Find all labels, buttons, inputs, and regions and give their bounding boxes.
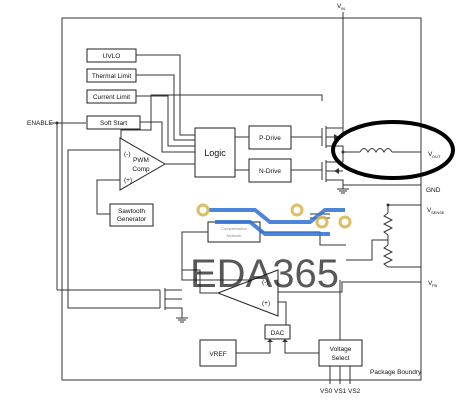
pwm-plus-label: (+) <box>124 177 132 184</box>
vs0-pin-label: VS0 <box>320 388 333 395</box>
pwm-minus-label: (-) <box>124 151 131 158</box>
current-to-logic-wire <box>136 95 195 147</box>
inductor-icon <box>359 148 393 154</box>
vref-arrow-icon <box>267 339 273 342</box>
soft-start-label: Soft Start <box>100 120 127 127</box>
package-boundary <box>61 17 422 381</box>
n-fet-icon <box>321 160 344 189</box>
vsense-pin-sub: SENSE <box>431 210 445 215</box>
pwm-comparator-icon <box>119 137 166 191</box>
thermal-to-logic-wire <box>136 74 195 141</box>
package-boundary-label: Package Boundry <box>370 369 422 376</box>
logic-label: Logic <box>204 148 226 158</box>
logic-block <box>194 127 236 178</box>
sawtooth-label-line2: Generator <box>117 216 147 223</box>
vfb-to-amp-wire <box>262 281 421 293</box>
voltage-select-line2: Select <box>331 355 349 362</box>
dac-label: DAC <box>271 330 285 337</box>
current-limit-label: Current Limit <box>93 94 130 101</box>
ground-icon <box>337 188 349 194</box>
resistor-top-icon <box>382 212 394 236</box>
sawtooth-label-line1: Sawtooth <box>118 208 145 215</box>
vsense-pin-label: V <box>427 207 432 214</box>
pwm-feedback-wire <box>67 149 160 309</box>
enable-pin-label: ENABLE <box>27 120 53 127</box>
watermark-text: EDA365 <box>190 252 339 296</box>
compensation-label-line2: Network <box>227 233 242 238</box>
sawtooth-to-pwm-wire <box>96 179 120 215</box>
thermal-limit-label: Thermal Limit <box>92 73 132 80</box>
dac-to-amp-wire <box>278 301 287 325</box>
pwm-label-line1: PWM <box>133 157 149 164</box>
vref-label: VREF <box>209 351 226 358</box>
vfb-pin-sub: FB <box>432 283 437 288</box>
divider-tap-wire <box>346 239 388 261</box>
vs2-pin-label: VS2 <box>348 388 361 395</box>
vin-pin-sub: IN <box>341 6 345 11</box>
vin-pin-label: V <box>337 3 342 10</box>
watermark-logo: EDA365 <box>190 203 352 296</box>
enable-fet-icon <box>159 288 188 323</box>
p-fet-icon <box>321 126 344 152</box>
select-to-dac-wire <box>284 339 319 354</box>
voltage-select-line1: Voltage <box>330 346 352 353</box>
compensation-label-line1: Compensation <box>221 226 247 231</box>
voltage-select-block <box>318 339 363 367</box>
vout-pin-label: V <box>428 151 433 158</box>
error-amp-icon <box>216 269 279 317</box>
p-drive-label: P-Drive <box>259 135 281 142</box>
vout-pin-sub: OUT <box>432 154 441 159</box>
inductor-highlight-ring <box>331 120 455 180</box>
select-arrow-icon <box>282 339 288 342</box>
vref-to-dac-wire <box>236 339 271 354</box>
vfb-pin-label: V <box>428 280 433 287</box>
vs1-pin-label: VS1 <box>334 388 347 395</box>
current-sense-wire <box>120 94 323 145</box>
amp-plus-label: (+) <box>262 300 270 307</box>
resistor-bottom-icon <box>382 244 394 268</box>
dac-block <box>264 324 291 340</box>
vref-block <box>199 339 237 367</box>
uvlo-label: UVLO <box>103 53 121 60</box>
amp-minus-label: (-) <box>262 279 269 286</box>
comp-left-wire <box>181 231 262 281</box>
gnd-pin-label: GND <box>426 187 441 194</box>
sawtooth-generator-block <box>109 203 154 227</box>
pwm-label-line2: Comp <box>132 166 150 173</box>
n-drive-label: N-Drive <box>259 168 281 175</box>
amp-output-wire <box>182 269 218 294</box>
